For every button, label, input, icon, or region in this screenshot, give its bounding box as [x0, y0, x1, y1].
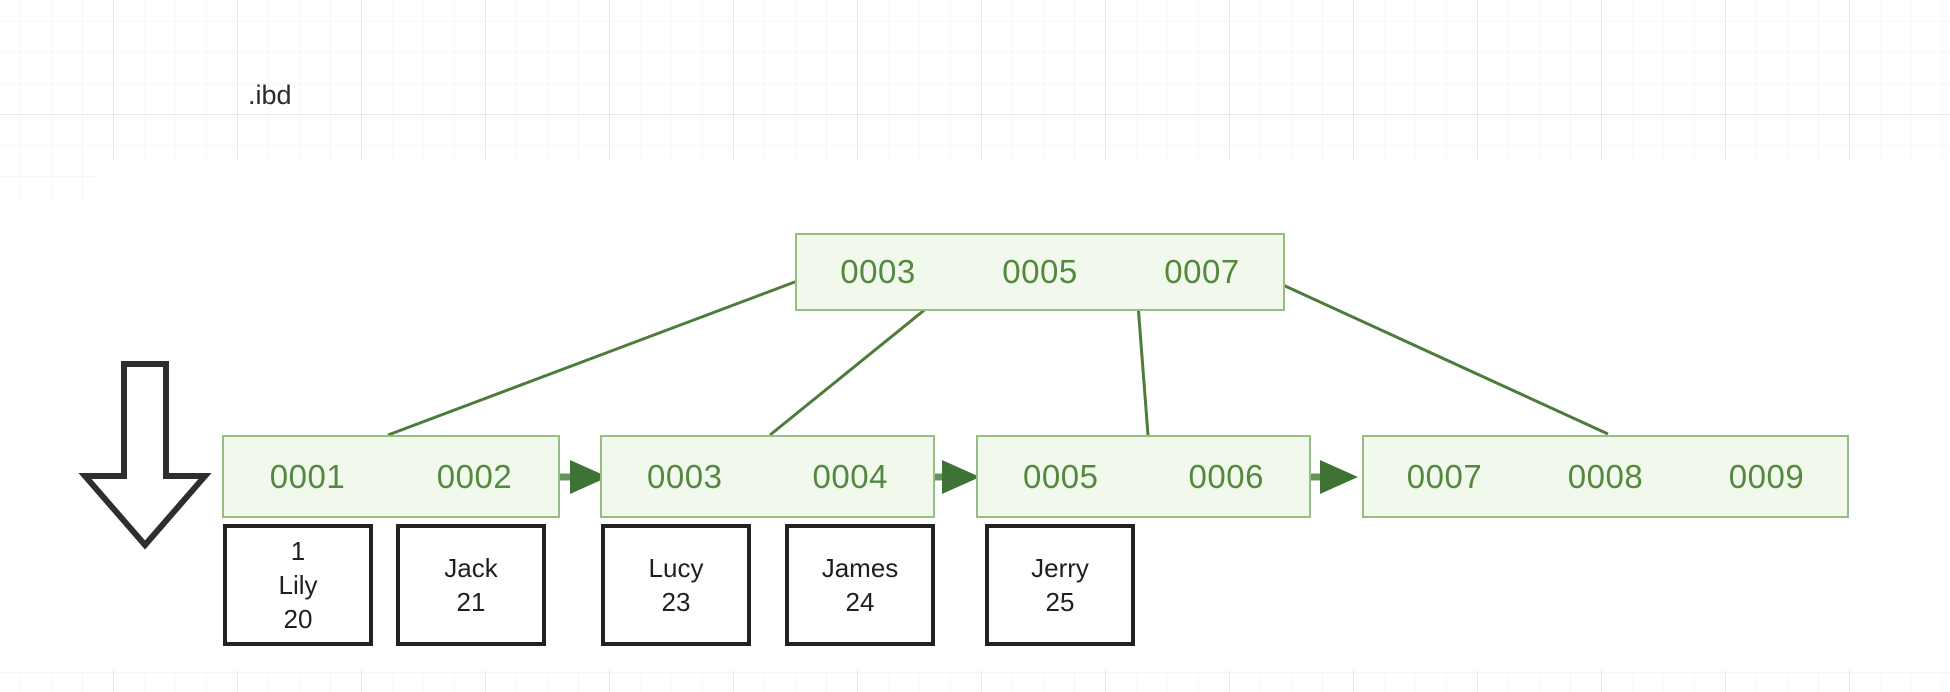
- leaf-key-cell: 0007: [1406, 457, 1483, 495]
- record-line: 1: [290, 535, 306, 566]
- leaf-key-cell: 0005: [1023, 457, 1099, 495]
- record-box[interactable]: Lucy 23: [601, 524, 751, 646]
- leaf-key-cell: 0004: [812, 457, 888, 495]
- leaf-node-4[interactable]: 0007 0008 0009: [1362, 435, 1849, 518]
- leaf-node-2[interactable]: 0003 0004: [600, 435, 935, 518]
- root-key-cell: 0005: [1002, 253, 1078, 290]
- leaf-node-3[interactable]: 0005 0006: [976, 435, 1311, 518]
- record-line: 20: [283, 604, 313, 635]
- root-key-cell: 0003: [840, 253, 916, 290]
- leaf-key-cell: 0006: [1188, 457, 1264, 495]
- record-line: 23: [661, 587, 691, 617]
- record-line: 24: [845, 587, 875, 617]
- ibd-file-label: .ibd: [248, 80, 292, 110]
- record-box[interactable]: James 24: [785, 524, 935, 646]
- record-line: 25: [1045, 587, 1075, 617]
- leaf-key-cell: 0008: [1567, 457, 1644, 495]
- record-line: Jack: [444, 552, 498, 583]
- root-key-cell: 0007: [1164, 253, 1240, 290]
- record-line: 21: [456, 587, 486, 617]
- record-line: James: [821, 552, 899, 583]
- record-line: Lucy: [648, 552, 704, 583]
- root-index-node[interactable]: 0003 0005 0007: [795, 233, 1285, 311]
- record-line: Lily: [278, 569, 318, 600]
- record-box[interactable]: Jerry 25: [985, 524, 1135, 646]
- record-line: Jerry: [1031, 552, 1089, 583]
- drawing-surface-upper: [100, 160, 1950, 220]
- leaf-key-cell: 0003: [647, 457, 723, 495]
- record-box[interactable]: Jack 21: [396, 524, 546, 646]
- leaf-key-cell: 0009: [1728, 457, 1805, 495]
- leaf-node-1[interactable]: 0001 0002: [222, 435, 560, 518]
- record-box[interactable]: 1 Lily 20: [223, 524, 373, 646]
- leaf-key-cell: 0001: [269, 457, 346, 495]
- leaf-key-cell: 0002: [436, 457, 513, 495]
